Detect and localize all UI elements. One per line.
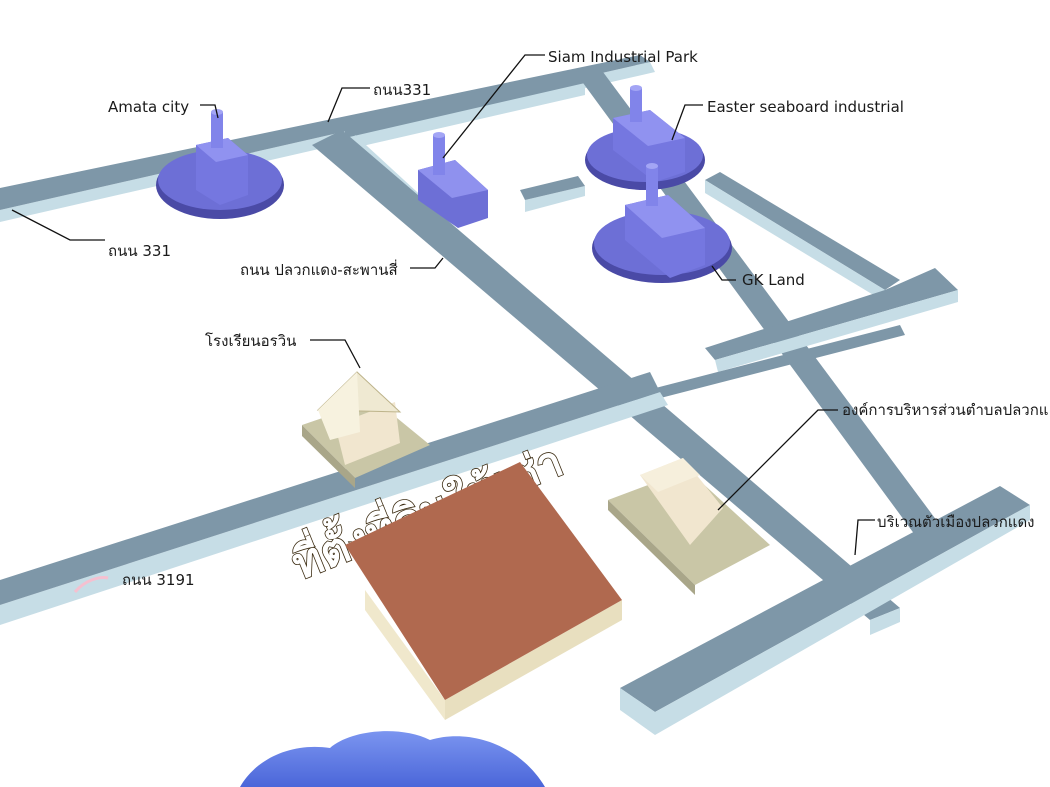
eastern-seaboard-factory [585,85,705,190]
road-cross-middle [640,325,905,402]
leader-lines [11,54,875,556]
road-town-south [620,486,1030,735]
road-pluak-daeng-saphan-si [312,130,900,635]
siam-industrial-park-factory [418,132,488,228]
label-eastern-seaboard: Easter seaboard industrial [707,98,904,116]
road-3191 [0,372,668,625]
gk-land-factory [592,163,732,283]
label-school: โรงเรียนอรวิน [205,332,296,350]
water-body [240,731,545,787]
label-road-3191: ถนน 3191 [122,571,195,589]
label-town-area: บริเวณตัวเมืองปลวกแดง [877,513,1035,531]
label-gk-land: GK Land [742,271,805,289]
amata-city-factory [156,109,284,219]
label-sao-office: องค์การบริหารส่วนตำบลปลวกแ [842,401,1048,419]
road-upper-branch [345,70,585,150]
label-road-pluak-daeng: ถนน ปลวกแดง-สะพานสี่ [240,259,398,279]
pink-marker [73,576,109,594]
road-east-connector [520,176,585,212]
label-road-331-left: ถนน 331 [108,242,171,260]
land-plot-for-rent [345,462,622,720]
road-loop-east [705,172,958,372]
label-road-331-top: ถนน331 [373,81,431,99]
sao-office-building [608,458,770,595]
label-siam-industrial-park: Siam Industrial Park [548,48,698,66]
label-amata-city: Amata city [108,98,189,116]
school-building [302,371,430,488]
